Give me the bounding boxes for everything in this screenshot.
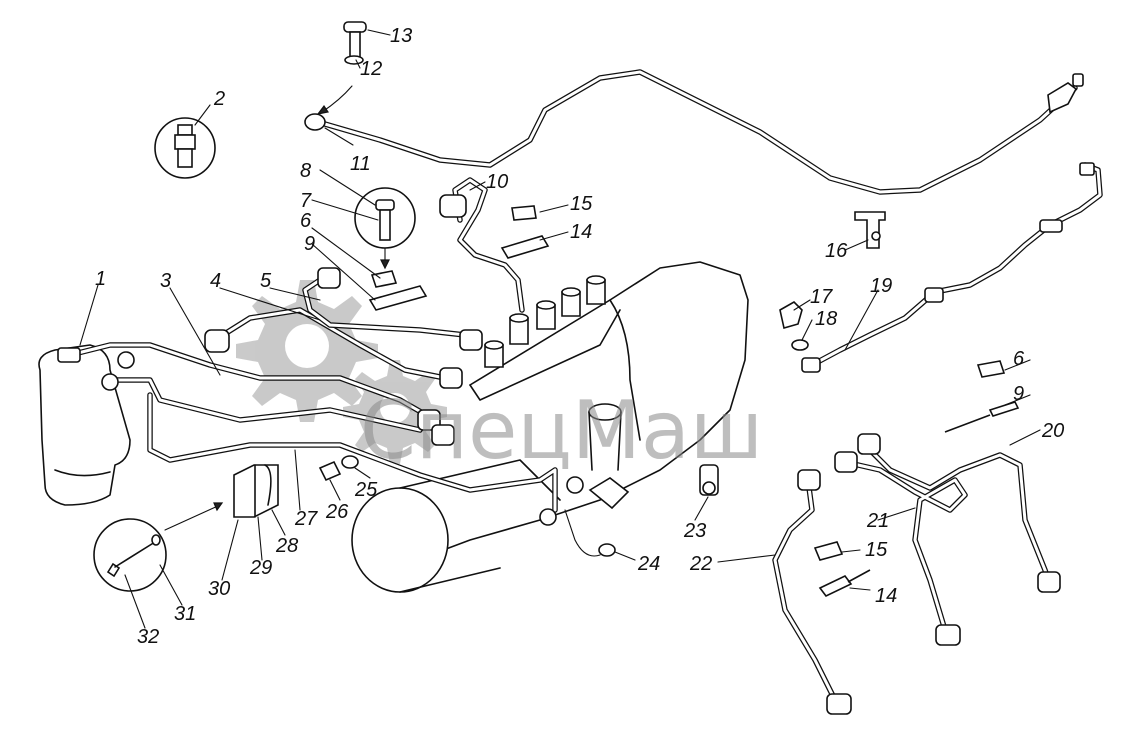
callout-14-upper: 14 [570, 221, 592, 243]
callout-3: 3 [160, 270, 171, 292]
callout-24: 24 [637, 553, 660, 575]
callout-19: 19 [870, 275, 892, 297]
callout-18: 18 [815, 308, 837, 330]
callout-9-upper: 9 [304, 233, 315, 255]
fuel-filter-left [38, 344, 131, 506]
callout-25: 25 [354, 479, 378, 501]
callout-27: 27 [294, 508, 318, 530]
callout-32: 32 [137, 626, 159, 648]
detail-2-fitting [154, 117, 216, 179]
callout-8: 8 [300, 160, 311, 182]
callout-23: 23 [683, 520, 706, 542]
callout-12: 12 [360, 58, 382, 80]
injection-pump-body [429, 261, 749, 556]
callout-6-right: 6 [1013, 348, 1025, 370]
callout-14-lower: 14 [875, 585, 897, 607]
callout-11: 11 [350, 153, 371, 175]
watermark-text: СпецМаш [360, 384, 763, 477]
clamp-parts [233, 205, 1020, 598]
callout-7: 7 [300, 190, 312, 212]
bolt-12-13 [343, 21, 367, 65]
callout-labels: 1 2 3 4 5 6 6 7 8 9 9 10 11 12 13 14 14 … [95, 25, 1064, 648]
callout-30: 30 [208, 578, 230, 600]
callout-21: 21 [866, 510, 889, 532]
callout-29: 29 [249, 557, 272, 579]
callout-22: 22 [689, 553, 712, 575]
callout-31: 31 [174, 603, 196, 625]
callout-1: 1 [95, 268, 106, 290]
callout-5: 5 [260, 270, 272, 292]
arrows [164, 85, 390, 531]
callout-13: 13 [390, 25, 412, 47]
pipe-fittings [57, 73, 1095, 715]
callout-20: 20 [1041, 420, 1064, 442]
callout-2: 2 [213, 88, 225, 110]
callout-17: 17 [810, 286, 833, 308]
callout-15-lower: 15 [865, 539, 888, 561]
callout-15-upper: 15 [570, 193, 593, 215]
callout-26: 26 [325, 501, 349, 523]
leader-lines [79, 29, 1041, 629]
callout-6-upper: 6 [300, 210, 312, 232]
callout-4: 4 [210, 270, 221, 292]
callout-28: 28 [275, 535, 298, 557]
callout-16: 16 [825, 240, 848, 262]
callout-10: 10 [486, 171, 508, 193]
pump-sections [484, 275, 606, 368]
detail-31-32-bolt [93, 518, 167, 592]
fuel-pipes [67, 69, 1103, 703]
callout-9-right: 9 [1013, 383, 1024, 405]
detail-7-8-bolt [354, 187, 416, 249]
